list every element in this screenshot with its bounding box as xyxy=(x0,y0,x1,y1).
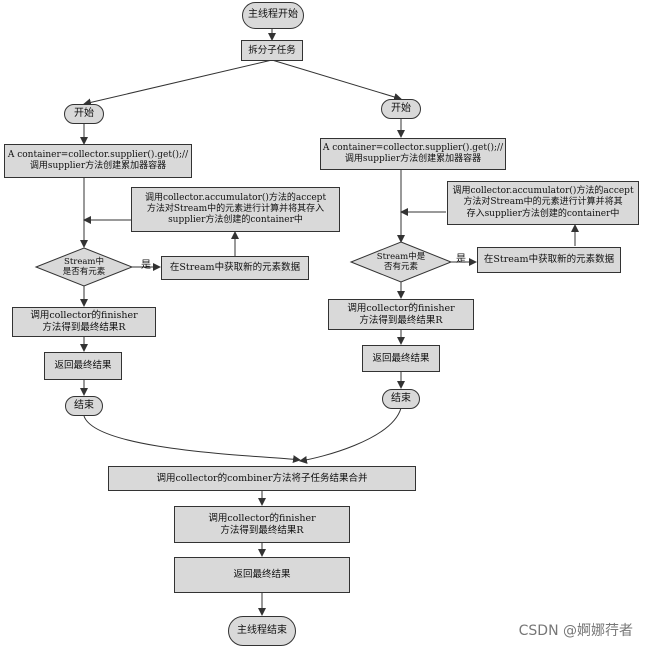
final-finisher-box: 调用collector的finisher 方法得到最终结果R xyxy=(174,506,350,543)
combiner-box: 调用collector的combiner方法将子任务结果合并 xyxy=(108,466,416,491)
right-decision-line-2: 否有元素 xyxy=(383,261,418,272)
right-container-line-1: A container=collector.supplier().get();/… xyxy=(322,142,504,153)
right-container-line-2: 调用supplier方法创建累加器容器 xyxy=(344,154,482,164)
final-finisher-line-2: 方法得到最终结果R xyxy=(220,524,304,536)
left-return-box: 返回最终结果 xyxy=(44,352,122,380)
right-return-box: 返回最终结果 xyxy=(362,345,440,372)
final-return-box: 返回最终结果 xyxy=(174,557,350,593)
left-end-terminal: 结束 xyxy=(65,396,103,416)
right-container-box: A container=collector.supplier().get();/… xyxy=(320,138,506,170)
split-label: 拆分子任务 xyxy=(248,44,296,56)
right-end-terminal: 结束 xyxy=(382,389,420,409)
left-yes-label: 是 xyxy=(141,260,151,271)
arrow-split-to-left xyxy=(83,59,273,107)
right-fetch-box: 在Stream中获取新的元素数据 xyxy=(477,247,621,273)
right-fetch-label: 在Stream中获取新的元素数据 xyxy=(483,254,615,266)
right-accumulator-line-3: 存入supplier方法创建的container中 xyxy=(466,208,620,219)
right-accumulator-box: 调用collector.accumulator()方法的accept 方法对St… xyxy=(447,181,639,225)
right-yes-label: 是 xyxy=(456,254,466,265)
right-decision-diamond xyxy=(349,241,453,283)
left-decision-line-2: 是否有元素 xyxy=(62,266,106,277)
right-accumulator-line-2: 方法对Stream中的元素进行计算并将其 xyxy=(463,197,623,208)
watermark-text: CSDN @婀娜荇者 xyxy=(518,623,633,639)
right-finisher-line-1: 调用collector的finisher xyxy=(347,302,455,314)
left-decision-diamond xyxy=(34,247,134,287)
left-finisher-box: 调用collector的finisher 方法得到最终结果R xyxy=(12,307,156,337)
arrow-split-to-right xyxy=(271,59,402,101)
left-accumulator-box: 调用collector.accumulator()方法的accept 方法对St… xyxy=(131,187,340,232)
right-accumulator-line-1: 调用collector.accumulator()方法的accept xyxy=(452,186,634,197)
right-finisher-line-2: 方法得到最终结果R xyxy=(359,314,443,326)
right-finisher-box: 调用collector的finisher 方法得到最终结果R xyxy=(328,299,474,330)
main-end-terminal: 主线程结束 xyxy=(228,616,296,646)
left-accumulator-line-2: 方法对Stream中的元素进行计算并将其存入 xyxy=(146,203,325,214)
left-accumulator-line-1: 调用collector.accumulator()方法的accept xyxy=(144,192,327,203)
combiner-label: 调用collector的combiner方法将子任务结果合并 xyxy=(156,472,368,484)
right-decision-line-1: Stream中是 xyxy=(376,252,426,262)
left-container-box: A container=collector.supplier().get();/… xyxy=(4,144,192,178)
left-end-label: 结束 xyxy=(74,399,94,411)
right-decision-text: Stream中是 否有元素 xyxy=(361,252,441,273)
left-decision-line-1: Stream中 xyxy=(64,257,104,267)
split-subtasks-box: 拆分子任务 xyxy=(241,40,303,61)
left-fetch-box: 在Stream中获取新的元素数据 xyxy=(161,256,309,280)
left-start-terminal: 开始 xyxy=(64,104,104,124)
left-start-label: 开始 xyxy=(74,107,94,119)
left-decision-text: Stream中 是否有元素 xyxy=(44,257,124,278)
main-end-label: 主线程结束 xyxy=(237,624,287,636)
final-return-label: 返回最终结果 xyxy=(233,569,291,581)
final-finisher-line-1: 调用collector的finisher xyxy=(208,512,316,524)
right-start-label: 开始 xyxy=(391,102,411,114)
right-return-label: 返回最终结果 xyxy=(372,352,430,364)
main-start-terminal: 主线程开始 xyxy=(242,2,304,29)
left-fetch-label: 在Stream中获取新的元素数据 xyxy=(169,262,301,274)
left-finisher-line-2: 方法得到最终结果R xyxy=(42,322,126,333)
right-start-terminal: 开始 xyxy=(381,99,421,119)
left-accumulator-line-3: supplier方法创建的container中 xyxy=(168,215,303,226)
right-end-label: 结束 xyxy=(391,392,411,404)
left-return-label: 返回最终结果 xyxy=(54,360,112,372)
left-container-line-1: A container=collector.supplier().get();/… xyxy=(7,149,189,160)
main-start-label: 主线程开始 xyxy=(248,9,298,21)
left-finisher-line-1: 调用collector的finisher xyxy=(30,310,138,322)
left-container-line-2: 调用supplier方法创建累加器容器 xyxy=(29,161,167,171)
